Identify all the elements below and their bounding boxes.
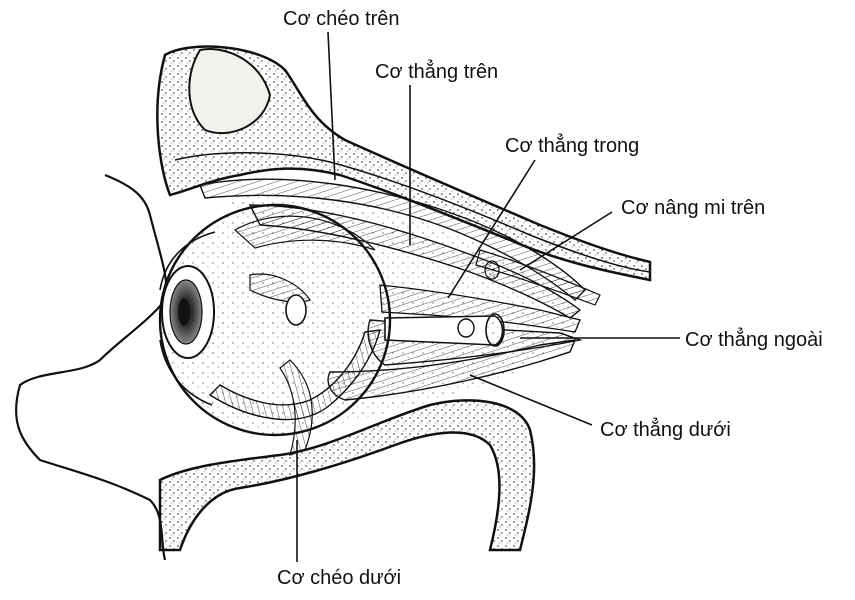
optic-nerve-cut-end <box>486 314 504 346</box>
pupil <box>178 298 190 326</box>
label-superior-rectus: Cơ thẳng trên <box>375 62 498 82</box>
label-medial-rectus: Cơ thẳng trong <box>505 136 639 156</box>
label-inferior-oblique: Cơ chéo dưới <box>277 568 401 588</box>
label-superior-oblique: Cơ chéo trên <box>283 9 400 29</box>
orbital-floor-bone <box>160 400 534 550</box>
label-inferior-rectus: Cơ thẳng dưới <box>600 420 731 440</box>
label-levator-palpebrae: Cơ nâng mi trên <box>621 198 765 218</box>
face-profile-outline <box>16 175 166 560</box>
muscle-cut-section <box>458 319 474 337</box>
trochlea-section <box>485 261 499 279</box>
label-lateral-rectus: Cơ thẳng ngoài <box>685 330 823 350</box>
optic-nerve <box>385 316 503 345</box>
